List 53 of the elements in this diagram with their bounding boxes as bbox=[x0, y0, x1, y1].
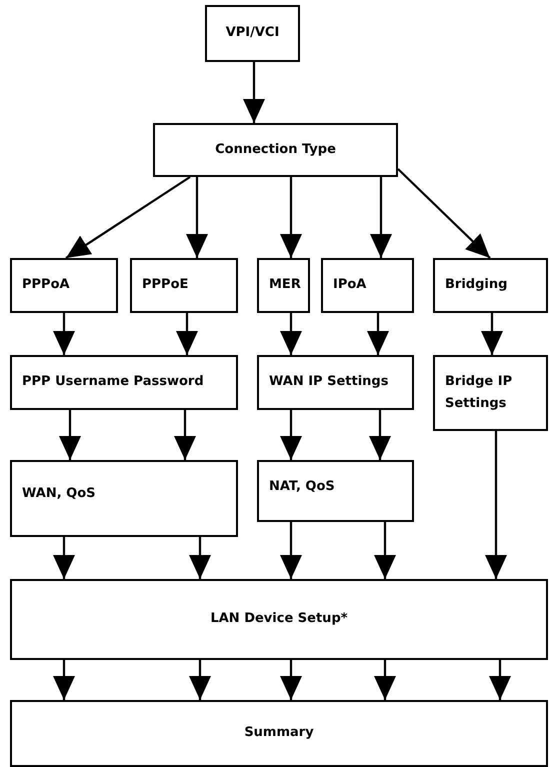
box-label: MER bbox=[269, 276, 301, 294]
box-label: NAT, QoS bbox=[269, 478, 335, 496]
process-box bbox=[321, 258, 414, 313]
box-label: VPI/VCI bbox=[226, 24, 280, 42]
process-box bbox=[153, 123, 398, 177]
arrow bbox=[189, 537, 211, 579]
box-label: Bridging bbox=[445, 276, 508, 294]
process-box bbox=[10, 258, 118, 313]
process-box bbox=[130, 258, 238, 313]
box-label: PPP Username Password bbox=[22, 373, 204, 392]
process-box bbox=[10, 579, 548, 660]
process-box bbox=[205, 5, 300, 62]
arrow bbox=[53, 537, 75, 579]
arrow bbox=[176, 313, 198, 355]
arrow bbox=[369, 410, 391, 460]
process-box bbox=[257, 355, 414, 410]
process-box bbox=[257, 460, 414, 522]
box-label: PPPoA bbox=[22, 276, 70, 294]
arrow bbox=[280, 313, 302, 355]
arrow bbox=[243, 62, 265, 123]
box-label: WAN IP Settings bbox=[269, 373, 388, 392]
arrow bbox=[189, 660, 211, 700]
arrow bbox=[367, 313, 389, 355]
arrow bbox=[485, 431, 507, 579]
arrow bbox=[280, 522, 302, 579]
arrow bbox=[374, 660, 396, 700]
arrow bbox=[280, 177, 302, 258]
process-box bbox=[10, 700, 548, 767]
arrow bbox=[186, 177, 208, 258]
arrow bbox=[280, 660, 302, 700]
box-label: Connection Type bbox=[215, 140, 336, 159]
arrow bbox=[280, 410, 302, 460]
arrow bbox=[370, 177, 392, 258]
arrow bbox=[65, 176, 191, 259]
process-box bbox=[10, 355, 238, 410]
arrow bbox=[174, 410, 196, 460]
process-box bbox=[433, 258, 548, 313]
arrow bbox=[374, 522, 396, 579]
arrow bbox=[397, 168, 491, 259]
arrow bbox=[53, 313, 75, 355]
arrow bbox=[59, 410, 81, 460]
process-box bbox=[257, 258, 310, 313]
box-label: Summary bbox=[244, 724, 314, 742]
box-label: PPPoE bbox=[142, 276, 188, 294]
arrow bbox=[489, 660, 511, 700]
box-label: WAN, QoS bbox=[22, 485, 96, 504]
box-label: LAN Device Setup* bbox=[210, 610, 348, 628]
box-label: IPoA bbox=[333, 276, 366, 294]
process-box bbox=[433, 355, 548, 431]
process-box bbox=[10, 460, 238, 537]
arrow bbox=[53, 660, 75, 700]
box-label: Bridge IP Settings bbox=[445, 372, 514, 413]
arrow bbox=[481, 313, 503, 355]
